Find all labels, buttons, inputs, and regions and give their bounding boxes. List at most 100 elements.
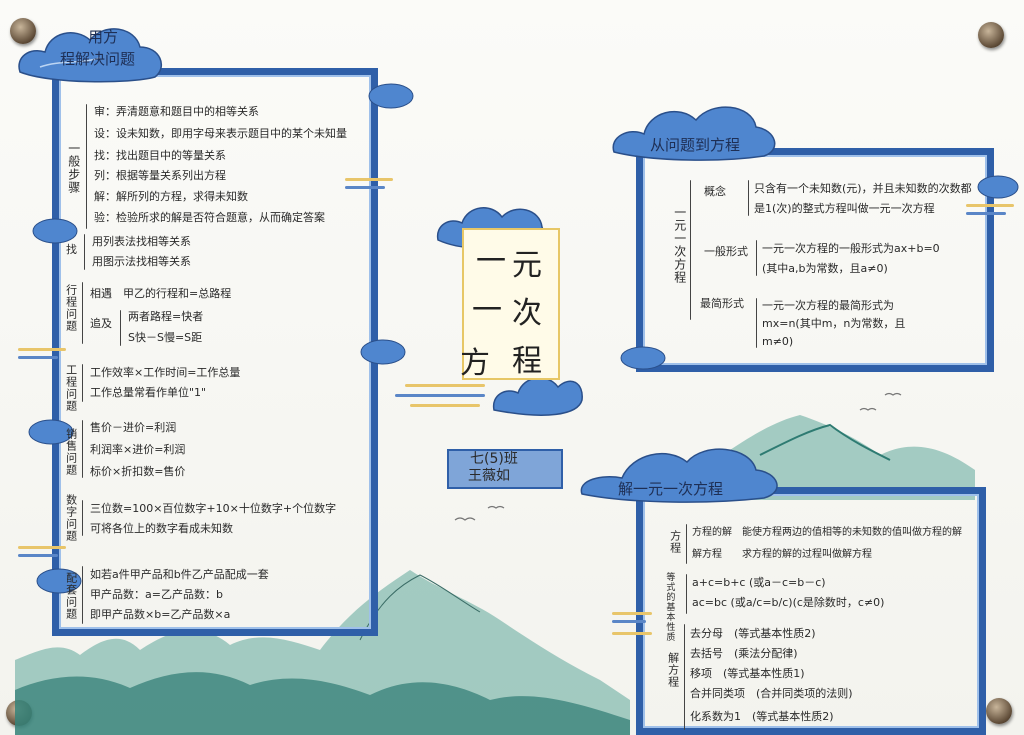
nameplate bbox=[447, 449, 563, 489]
step-item: 审：弄清题意和题目中的相等关系 bbox=[94, 105, 259, 118]
eq-item: 方程的解 能使方程两边的值相等的未知数的值叫做方程的解 bbox=[692, 527, 962, 538]
work-item: 工作效率×工作时间=工作总量 bbox=[90, 366, 241, 379]
decor-bar bbox=[395, 394, 485, 397]
general-item: 一元一次方程的一般形式为ax+b=0 bbox=[762, 242, 940, 255]
title-char: 方 bbox=[460, 346, 490, 381]
match-item: 如若a件甲产品和b件乙产品配成一套 bbox=[90, 568, 269, 581]
solve-label: 解方程 bbox=[666, 652, 680, 688]
simplest-item: m≠0) bbox=[762, 335, 794, 348]
sales-item: 标价×折扣数=售价 bbox=[90, 465, 186, 478]
digit-label: 数字问题 bbox=[64, 494, 78, 542]
decor-bar bbox=[410, 404, 480, 407]
travel-label: 行程问题 bbox=[64, 284, 78, 332]
find-item: 用图示法找相等关系 bbox=[92, 255, 191, 268]
cloud-title-left-1: 用方 bbox=[88, 28, 119, 46]
digit-item: 可将各位上的数字看成未知数 bbox=[90, 522, 233, 535]
prop-item: a+c=b+c (或a－c=b－c) bbox=[692, 576, 826, 589]
cloud-icon bbox=[492, 377, 583, 416]
brace bbox=[82, 282, 83, 344]
brace bbox=[684, 624, 685, 730]
title-char: 一 bbox=[472, 293, 502, 328]
eq-item: 解方程 求方程的解的过程叫做解方程 bbox=[692, 549, 872, 560]
title-char: 程 bbox=[512, 344, 542, 379]
concept-item: 只含有一个未知数(元)，并且未知数的次数都 bbox=[754, 182, 972, 195]
student-class: 七(5)班 bbox=[470, 451, 518, 467]
title-char: 次 bbox=[512, 296, 542, 331]
decor-bar bbox=[612, 620, 646, 623]
cloud-icon bbox=[360, 339, 406, 365]
decor-bar bbox=[966, 204, 1014, 207]
solve-item: 合并同类项 (合并同类项的法则) bbox=[690, 687, 853, 700]
brace bbox=[686, 524, 687, 564]
simplest-item: 一元一次方程的最简形式为 bbox=[762, 299, 894, 312]
match-item: 甲产品数：a=乙产品数：b bbox=[90, 588, 223, 601]
simplest-item: mx=n(其中m，n为常数，且 bbox=[762, 317, 906, 330]
cloud-title-right-bottom: 解一元一次方程 bbox=[618, 480, 724, 498]
step-item: 列：根据等量关系列出方程 bbox=[94, 169, 226, 182]
pin-icon bbox=[986, 698, 1012, 724]
general-item: (其中a,b为常数，且a≠0) bbox=[762, 262, 888, 275]
solve-item: 去分母 (等式基本性质2) bbox=[690, 627, 816, 640]
solve-item: 移项 (等式基本性质1) bbox=[690, 667, 805, 680]
brace bbox=[82, 566, 83, 624]
cloud-title-left-2: 程解决问题 bbox=[60, 50, 136, 68]
travel-chase-item: S快－S慢=S距 bbox=[128, 331, 203, 344]
brace bbox=[756, 298, 757, 348]
decor-bar bbox=[345, 186, 385, 189]
decor-bar bbox=[345, 178, 393, 181]
simplest-label: 最简形式 bbox=[700, 297, 744, 310]
solve-item: 去括号 (乘法分配律) bbox=[690, 647, 798, 660]
brace bbox=[120, 310, 121, 346]
decor-bar bbox=[18, 348, 66, 351]
solve-item: 化系数为1 (等式基本性质2) bbox=[690, 710, 834, 723]
cloud-icon bbox=[977, 175, 1019, 199]
work-label: 工程问题 bbox=[64, 364, 78, 412]
step-item: 设：设未知数，即用字母来表示题目中的某个未知量 bbox=[94, 127, 347, 140]
title-char: 元 bbox=[512, 248, 542, 283]
travel-chase-label: 追及 bbox=[90, 317, 112, 330]
cloud-icon bbox=[620, 346, 666, 370]
brace bbox=[86, 104, 87, 229]
cloud-icon bbox=[28, 419, 74, 445]
travel-meet: 相遇 甲乙的行程和=总路程 bbox=[90, 287, 232, 300]
decor-bar bbox=[966, 212, 1006, 215]
concept-item: 是1(次)的整式方程叫做一元一次方程 bbox=[754, 202, 935, 215]
title-char: 一 bbox=[476, 244, 506, 279]
sales-label: 销售问题 bbox=[64, 428, 78, 476]
right-bottom-panel-frame bbox=[636, 487, 986, 735]
sales-item: 利润率×进价=利润 bbox=[90, 443, 186, 456]
cloud-icon bbox=[612, 106, 776, 161]
cloud-icon bbox=[18, 28, 162, 83]
cloud-icon bbox=[36, 568, 82, 594]
step-item: 验：检验所求的解是否符合题意，从而确定答案 bbox=[94, 211, 325, 224]
decor-bar bbox=[612, 612, 652, 615]
pin-icon bbox=[10, 18, 36, 44]
decor-bar bbox=[405, 384, 485, 387]
cloud-icon bbox=[368, 83, 414, 109]
brace bbox=[82, 364, 83, 402]
eq-label: 方程 bbox=[668, 530, 682, 554]
prop-label: 等式的基本性质 bbox=[664, 572, 675, 642]
decor-bar bbox=[18, 546, 66, 549]
match-item: 即甲产品数×b=乙产品数×a bbox=[90, 608, 231, 621]
brace bbox=[82, 420, 83, 478]
brace bbox=[748, 180, 749, 216]
cloud-title-right-top: 从问题到方程 bbox=[650, 136, 741, 154]
brace bbox=[690, 180, 691, 320]
brace bbox=[756, 240, 757, 276]
right-top-panel-frame bbox=[636, 148, 994, 372]
cloud-icon bbox=[32, 218, 78, 244]
title-panel bbox=[462, 228, 560, 380]
decor-bar bbox=[18, 356, 58, 359]
general-label: 一般形式 bbox=[704, 245, 748, 258]
steps-label: 一般步骤 bbox=[66, 142, 81, 194]
find-label: 找 bbox=[66, 243, 77, 256]
prop-item: ac=bc (或a/c=b/c)(c是除数时，c≠0) bbox=[692, 596, 885, 609]
match-label: 配套问题 bbox=[64, 572, 78, 620]
sales-item: 售价－进价=利润 bbox=[90, 421, 177, 434]
cloud-icon bbox=[580, 448, 778, 503]
work-item: 工作总量常看作单位"1" bbox=[90, 386, 207, 399]
step-item: 找：找出题目中的等量关系 bbox=[94, 149, 226, 162]
